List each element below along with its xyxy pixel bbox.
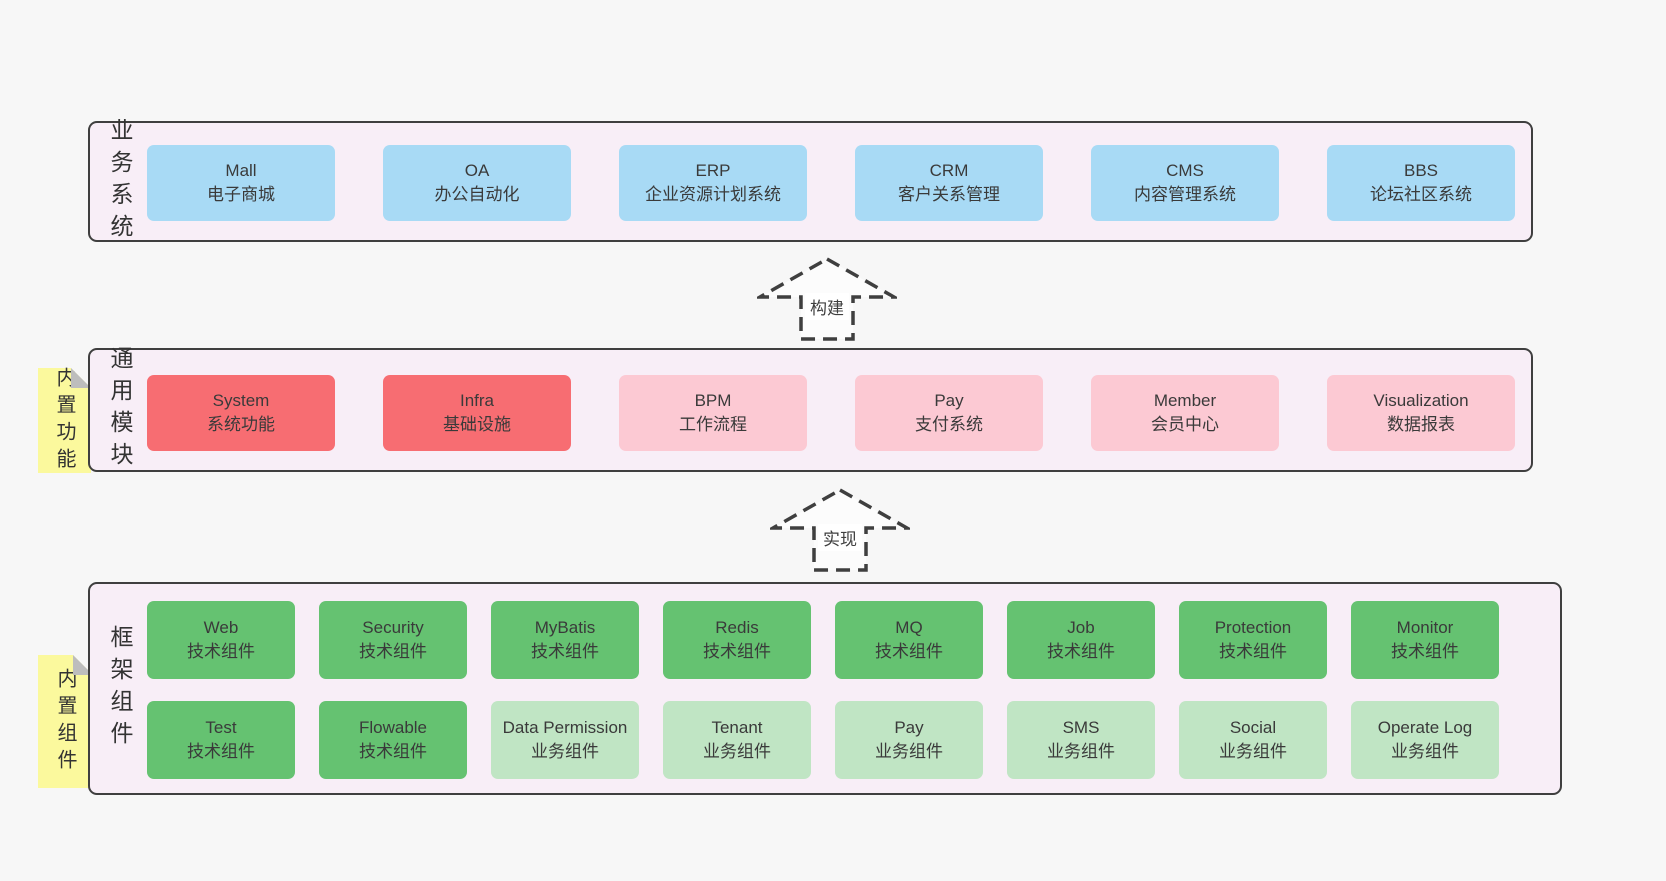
box-operate-log-name: Operate Log: [1377, 717, 1473, 737]
box-erp: ERP 企业资源计划系统: [619, 145, 807, 221]
box-cms-name: CMS: [1166, 160, 1204, 180]
box-data-permission-desc: 业务组件: [531, 742, 599, 761]
box-web-name: Web: [203, 617, 239, 637]
box-redis: Redis 技术组件: [663, 601, 811, 679]
box-bpm-name: BPM: [694, 390, 732, 410]
box-mall: Mall 电子商城: [147, 145, 335, 221]
box-mall-name: Mall: [225, 160, 257, 180]
box-pay-desc: 支付系统: [915, 415, 983, 434]
box-mybatis: MyBatis 技术组件: [491, 601, 639, 679]
box-protection-desc: 技术组件: [1219, 642, 1287, 661]
box-job-name: Job: [1067, 617, 1095, 637]
box-mybatis-desc: 技术组件: [531, 642, 599, 661]
box-redis-desc: 技术组件: [703, 642, 771, 661]
box-bpm: BPM 工作流程: [619, 375, 807, 451]
box-social-desc: 业务组件: [1219, 742, 1287, 761]
box-web-desc: 技术组件: [187, 642, 255, 661]
arrow-build-label: 构建: [805, 293, 849, 320]
layer-business-systems: 业务系统 Mall 电子商城 OA 办公自动化 ERP 企业资源计划系统 CRM…: [88, 118, 1533, 246]
sticky-note-builtin-components-label: 内置组件: [54, 667, 76, 776]
box-web: Web 技术组件: [147, 601, 295, 679]
sticky-note-builtin-features-label: 内置功能: [53, 366, 75, 475]
box-monitor: Monitor 技术组件: [1351, 601, 1499, 679]
box-cms-desc: 内容管理系统: [1134, 185, 1236, 204]
box-test-desc: 技术组件: [187, 742, 255, 761]
layer-framework-components: 框架组件 Web 技术组件 Security 技术组件 MyBatis 技术组件…: [88, 582, 1562, 795]
box-data-permission: Data Permission 业务组件: [491, 701, 639, 779]
box-crm: CRM 客户关系管理: [855, 145, 1043, 221]
box-sms-desc: 业务组件: [1047, 742, 1115, 761]
box-sms: SMS 业务组件: [1007, 701, 1155, 779]
box-oa-desc: 办公自动化: [434, 185, 520, 204]
box-pay-business: Pay 业务组件: [835, 701, 983, 779]
box-bbs: BBS 论坛社区系统: [1327, 145, 1515, 221]
box-operate-log-desc: 业务组件: [1391, 742, 1459, 761]
box-mq: MQ 技术组件: [835, 601, 983, 679]
box-flowable: Flowable 技术组件: [319, 701, 467, 779]
layer-common-modules: 通用模块 System 系统功能 Infra 基础设施 BPM 工作流程 Pay…: [88, 346, 1533, 474]
box-operate-log: Operate Log 业务组件: [1351, 701, 1499, 779]
box-visualization-name: Visualization: [1373, 390, 1469, 410]
box-monitor-desc: 技术组件: [1391, 642, 1459, 661]
box-protection: Protection 技术组件: [1179, 601, 1327, 679]
box-erp-name: ERP: [695, 160, 731, 180]
layer-business-systems-label: 业务系统: [107, 117, 133, 246]
box-social: Social 业务组件: [1179, 701, 1327, 779]
box-erp-desc: 企业资源计划系统: [645, 185, 781, 204]
box-pay-business-desc: 业务组件: [875, 742, 943, 761]
arrow-implement-label: 实现: [818, 524, 862, 551]
layer-common-modules-label: 通用模块: [107, 346, 133, 474]
box-protection-name: Protection: [1214, 617, 1292, 637]
arrow-up-build: 构建: [757, 256, 897, 342]
box-infra-name: Infra: [459, 390, 495, 410]
box-flowable-name: Flowable: [358, 717, 428, 737]
box-cms: CMS 内容管理系统: [1091, 145, 1279, 221]
layer-framework-components-label: 框架组件: [107, 624, 133, 753]
box-crm-desc: 客户关系管理: [898, 185, 1000, 204]
box-flowable-desc: 技术组件: [359, 742, 427, 761]
box-mybatis-name: MyBatis: [534, 617, 596, 637]
box-bpm-desc: 工作流程: [679, 415, 747, 434]
box-social-name: Social: [1229, 717, 1277, 737]
box-sms-name: SMS: [1062, 717, 1100, 737]
box-security-name: Security: [362, 617, 424, 637]
box-crm-name: CRM: [929, 160, 969, 180]
box-member: Member 会员中心: [1091, 375, 1279, 451]
box-visualization-desc: 数据报表: [1387, 415, 1455, 434]
sticky-note-builtin-components: 内置组件: [38, 655, 93, 788]
box-oa: OA 办公自动化: [383, 145, 571, 221]
box-member-name: Member: [1153, 390, 1217, 410]
box-bbs-desc: 论坛社区系统: [1370, 185, 1472, 204]
box-test: Test 技术组件: [147, 701, 295, 779]
box-infra: Infra 基础设施: [383, 375, 571, 451]
box-pay: Pay 支付系统: [855, 375, 1043, 451]
box-mall-desc: 电子商城: [207, 185, 275, 204]
box-tenant: Tenant 业务组件: [663, 701, 811, 779]
box-bbs-name: BBS: [1403, 160, 1439, 180]
box-mq-name: MQ: [895, 617, 923, 637]
box-member-desc: 会员中心: [1151, 415, 1219, 434]
box-redis-name: Redis: [715, 617, 759, 637]
arrow-up-implement: 实现: [770, 487, 910, 573]
box-system-name: System: [212, 390, 270, 410]
box-mq-desc: 技术组件: [875, 642, 943, 661]
box-job-desc: 技术组件: [1047, 642, 1115, 661]
box-tenant-desc: 业务组件: [703, 742, 771, 761]
box-test-name: Test: [205, 717, 237, 737]
box-data-permission-name: Data Permission: [502, 717, 628, 737]
box-job: Job 技术组件: [1007, 601, 1155, 679]
box-security: Security 技术组件: [319, 601, 467, 679]
box-system-desc: 系统功能: [207, 415, 275, 434]
box-pay-name: Pay: [934, 390, 964, 410]
box-visualization: Visualization 数据报表: [1327, 375, 1515, 451]
box-security-desc: 技术组件: [359, 642, 427, 661]
box-tenant-name: Tenant: [711, 717, 763, 737]
box-pay-business-name: Pay: [894, 717, 924, 737]
box-infra-desc: 基础设施: [443, 415, 511, 434]
box-system: System 系统功能: [147, 375, 335, 451]
sticky-note-builtin-features: 内置功能: [38, 366, 91, 475]
box-oa-name: OA: [464, 160, 490, 180]
box-monitor-name: Monitor: [1396, 617, 1454, 637]
